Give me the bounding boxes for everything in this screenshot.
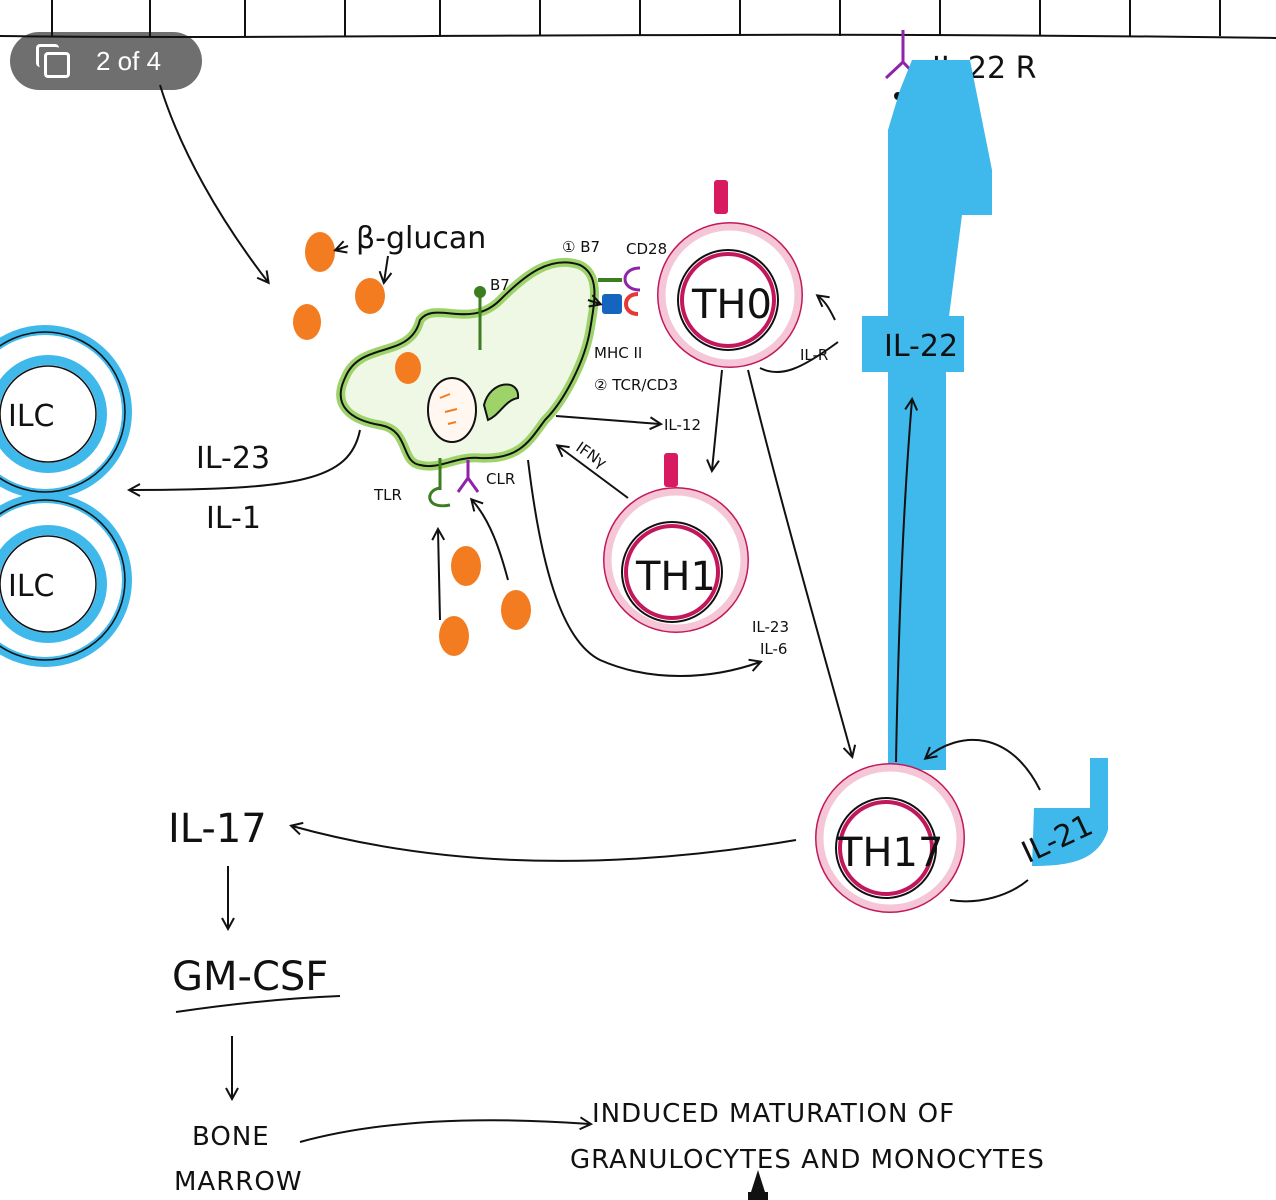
label-th0: TH0 — [691, 282, 772, 328]
label-th1: TH1 — [635, 554, 716, 600]
pattern-receptors — [428, 458, 480, 508]
label-b7-step: ① B7 — [562, 238, 600, 256]
label-bone: BONE — [192, 1122, 270, 1152]
cell-th0 — [657, 180, 803, 368]
il21-blob — [1032, 758, 1108, 866]
synapse-molecules — [598, 266, 641, 316]
pen-cursor-icon — [748, 1170, 768, 1200]
label-il12: IL-12 — [664, 416, 701, 434]
cell-th1 — [603, 453, 749, 633]
label-mhc: MHC II — [594, 344, 642, 362]
label-il23-right: IL-23 — [752, 618, 789, 636]
label-th17: TH17 — [837, 830, 943, 876]
fungal-particles — [293, 232, 531, 656]
label-outcome-line2: GRANULOCYTES AND MONOCYTES — [570, 1145, 1045, 1175]
cell-th17 — [815, 763, 965, 913]
label-il1: IL-1 — [206, 501, 261, 536]
label-il23-left: IL-23 — [196, 441, 270, 476]
label-tlr: TLR — [373, 486, 402, 504]
label-marrow: MARROW — [174, 1167, 303, 1197]
entry-arrow — [159, 84, 268, 282]
page-counter-badge[interactable]: 2 of 4 — [10, 32, 202, 90]
il22-signal-arrow — [862, 60, 992, 770]
label-tcr: ② TCR/CD3 — [594, 376, 678, 394]
label-clr: CLR — [486, 470, 515, 488]
label-il17: IL-17 — [168, 806, 267, 852]
label-ifn: IFNγ — [573, 438, 611, 472]
cell-ilc-bottom — [0, 493, 132, 667]
label-il2r: IL-R — [800, 346, 828, 364]
label-gmcsf: GM-CSF — [172, 954, 328, 1000]
label-outcome-line1: INDUCED MATURATION OF — [592, 1099, 955, 1129]
label-il22: IL-22 — [884, 329, 958, 364]
page-counter-text: 2 of 4 — [96, 45, 162, 76]
label-beta-glucan: β-glucan — [356, 221, 486, 256]
label-ilc-bottom: ILC — [8, 569, 55, 604]
copy-pages-icon — [36, 44, 70, 78]
label-b7-surface: B7 — [490, 276, 510, 294]
epithelium-barrier — [0, 0, 1276, 39]
label-il6: IL-6 — [760, 640, 787, 658]
label-ilc-top: ILC — [8, 399, 55, 434]
antigen-presenting-cell — [336, 257, 599, 471]
label-cd28: CD28 — [626, 240, 667, 258]
